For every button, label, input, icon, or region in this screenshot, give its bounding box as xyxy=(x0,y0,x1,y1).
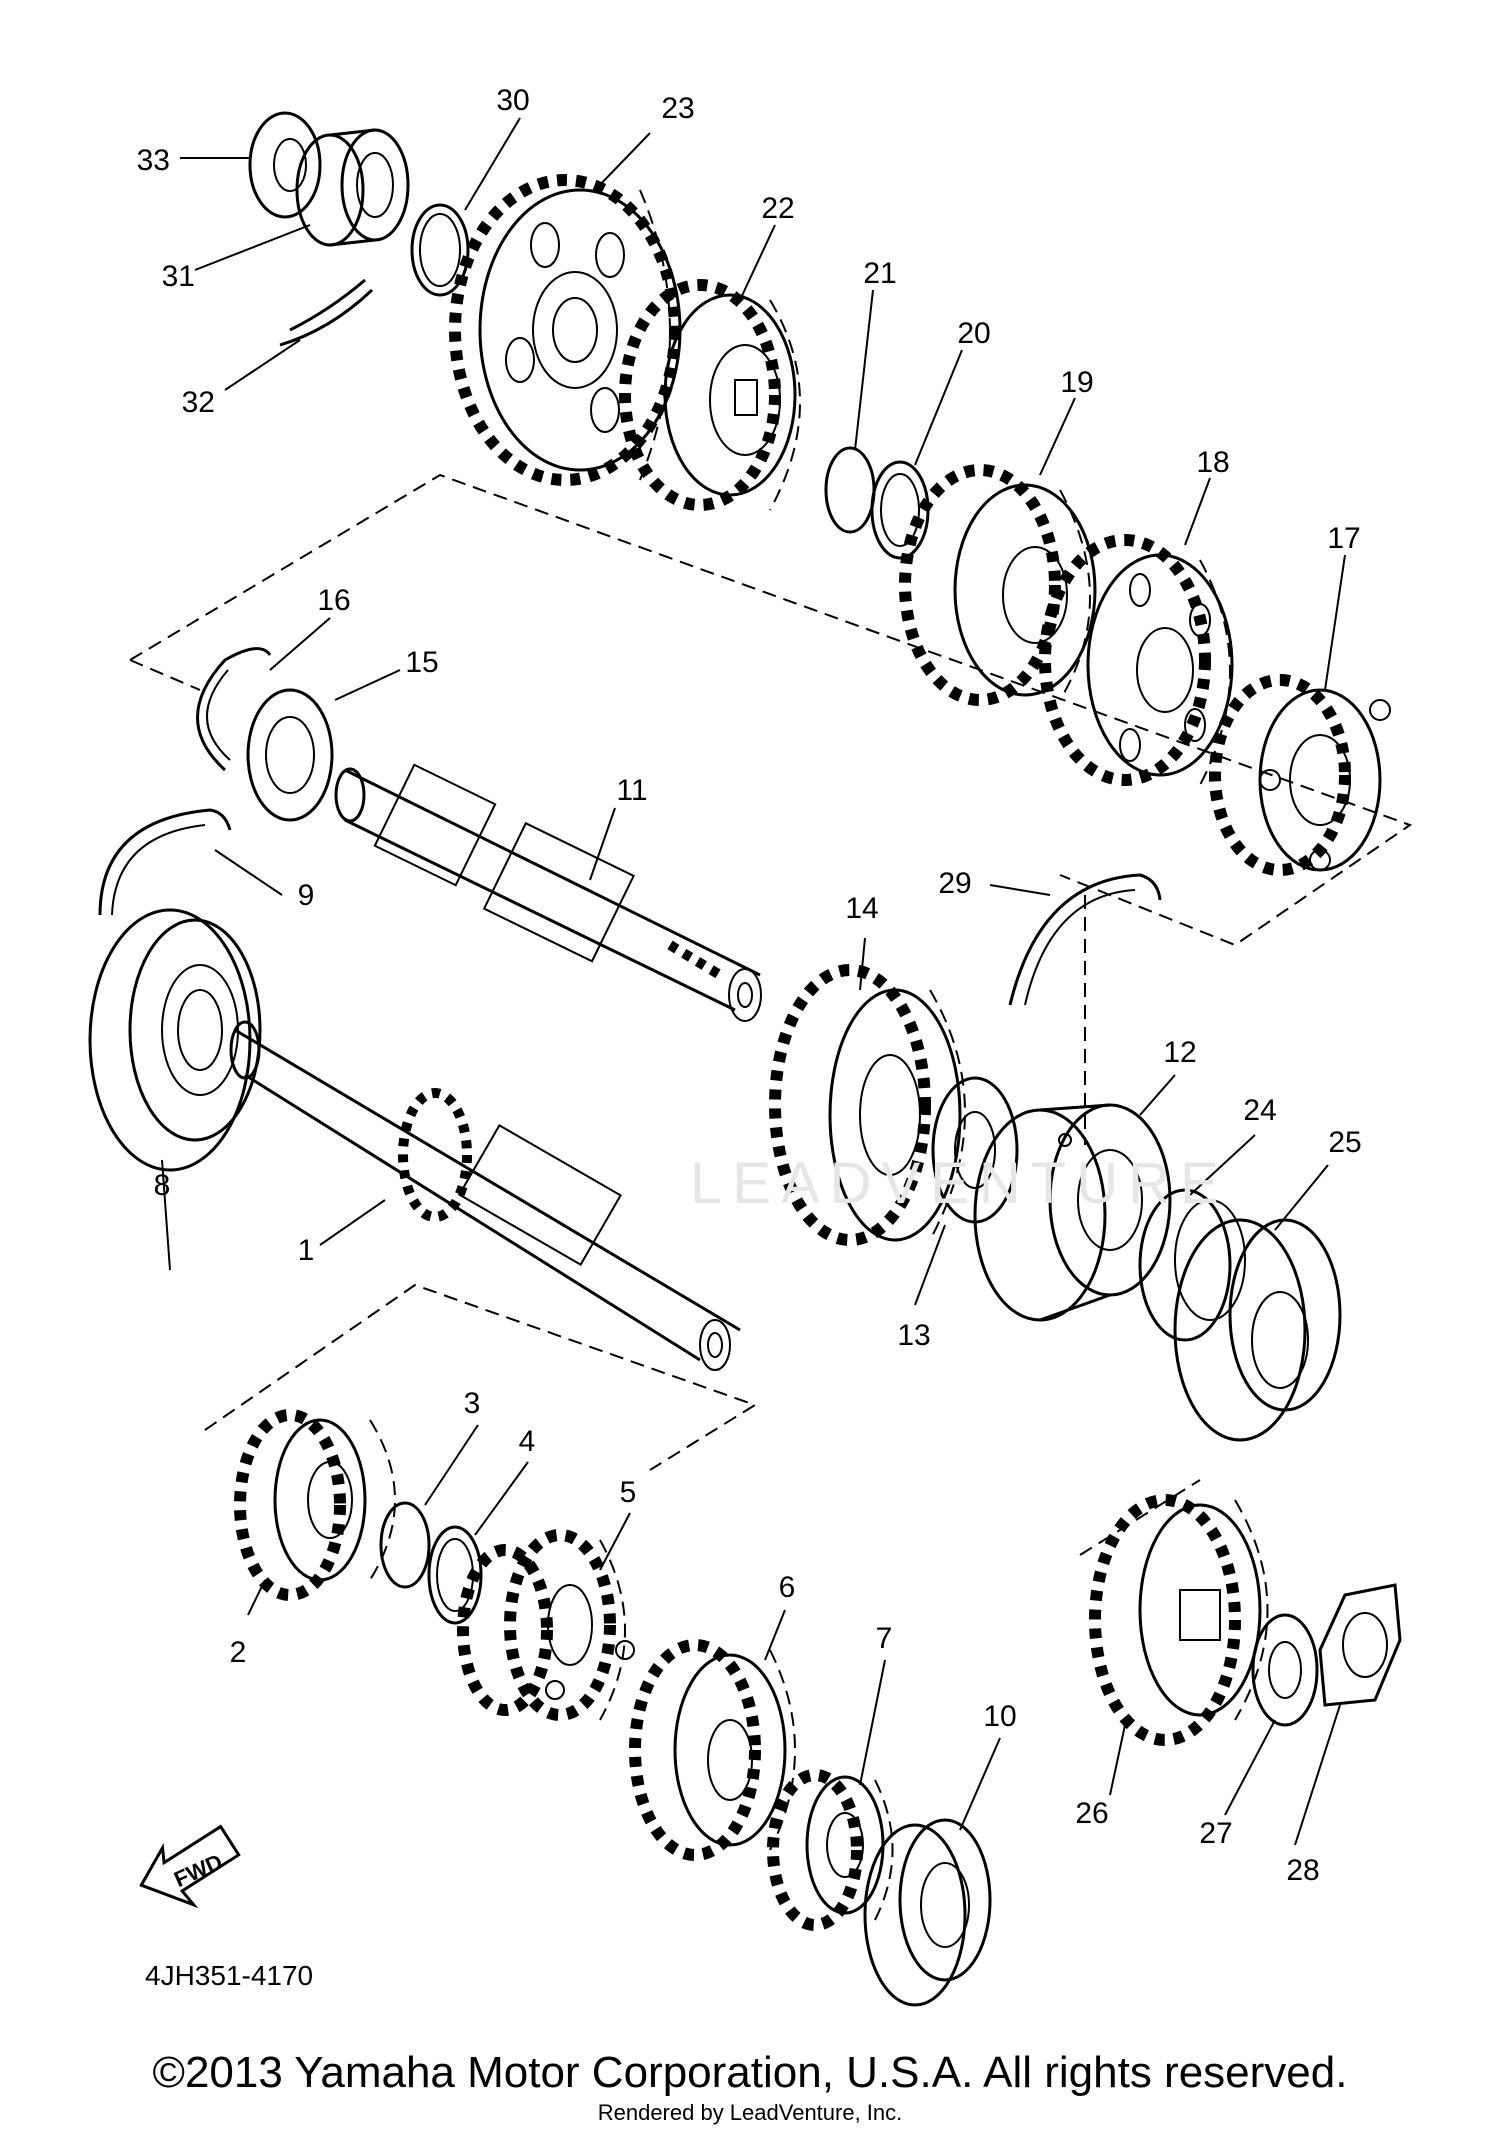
callout-21: 21 xyxy=(863,257,896,290)
bearing-10 xyxy=(863,1818,992,2007)
circlip-16 xyxy=(196,647,272,772)
callout-31: 31 xyxy=(162,260,195,293)
sprocket-26 xyxy=(1089,1494,1269,1746)
callout-16: 16 xyxy=(317,584,350,617)
callout-29: 29 xyxy=(938,867,971,900)
gear-14 xyxy=(769,964,966,1246)
callout-13: 13 xyxy=(897,1319,930,1352)
callout-15: 15 xyxy=(405,646,438,679)
part-code: 4JH351-4170 xyxy=(145,1960,313,1991)
bearing-8 xyxy=(88,908,262,1172)
callout-9: 9 xyxy=(298,879,315,912)
callout-5: 5 xyxy=(620,1476,637,1509)
nut-28 xyxy=(1318,1583,1402,1707)
callout-26: 26 xyxy=(1075,1797,1108,1830)
callout-6: 6 xyxy=(779,1571,796,1604)
watermark-text: LEADVENTURE xyxy=(690,1151,1229,1216)
gear-5 xyxy=(457,1529,635,1721)
callout-24: 24 xyxy=(1243,1094,1276,1127)
callout-7: 7 xyxy=(876,1622,893,1655)
collar-24 xyxy=(1138,1188,1246,1342)
leader-lines xyxy=(161,117,1346,1846)
washer-15 xyxy=(246,688,334,822)
callout-32: 32 xyxy=(182,386,215,419)
callout-22: 22 xyxy=(761,192,794,225)
callout-23: 23 xyxy=(661,92,694,125)
rendered-by-credit: Rendered by LeadVenture, Inc. xyxy=(597,2100,903,2125)
callout-14: 14 xyxy=(845,892,878,925)
fwd-label: FWD xyxy=(170,1849,226,1892)
gear-22 xyxy=(619,279,801,511)
callout-12: 12 xyxy=(1163,1036,1196,1069)
gear-23 xyxy=(449,174,682,486)
callout-1: 1 xyxy=(298,1234,315,1267)
callout-2: 2 xyxy=(230,1636,247,1669)
callout-4: 4 xyxy=(519,1425,536,1458)
gear-18 xyxy=(1039,534,1234,786)
forward-arrow-icon: FWD xyxy=(139,1824,241,1909)
gear-7 xyxy=(767,1769,894,1931)
group-box-upper-left xyxy=(129,659,201,691)
oil-seal-25 xyxy=(1173,1218,1342,1442)
callout-25: 25 xyxy=(1328,1126,1361,1159)
callout-labels: 33 31 32 30 23 22 21 20 19 18 17 16 15 1… xyxy=(137,84,1362,1887)
clip-32 xyxy=(289,278,366,332)
callout-10: 10 xyxy=(983,1700,1016,1733)
drive-axle-1 xyxy=(229,1020,741,1371)
callout-19: 19 xyxy=(1060,366,1093,399)
callout-20: 20 xyxy=(957,317,990,350)
half-ring-29 xyxy=(1008,873,1162,1006)
group-box-lower-right xyxy=(1079,1479,1201,1556)
callout-11: 11 xyxy=(616,774,647,807)
copyright-notice: ©2013 Yamaha Motor Corporation, U.S.A. A… xyxy=(152,2048,1348,2097)
callout-8: 8 xyxy=(154,1169,171,1202)
circlip-30 xyxy=(410,203,470,297)
callout-27: 27 xyxy=(1199,1817,1232,1850)
needle-bearing-31 xyxy=(295,128,410,247)
gear-17 xyxy=(1209,674,1391,876)
lock-washer-27 xyxy=(1251,1613,1319,1727)
gear-19 xyxy=(899,464,1097,706)
group-box-upper xyxy=(129,473,1413,947)
callout-33: 33 xyxy=(137,144,170,177)
half-ring-9 xyxy=(98,808,232,916)
callout-18: 18 xyxy=(1196,446,1229,479)
circlip-3 xyxy=(379,1501,431,1589)
clip-32-inner xyxy=(279,288,374,347)
callout-17: 17 xyxy=(1327,522,1360,555)
bearing-12 xyxy=(973,1103,1172,1322)
callout-30: 30 xyxy=(496,84,529,117)
circlip-21 xyxy=(824,446,876,534)
callout-28: 28 xyxy=(1286,1854,1319,1887)
washer-33 xyxy=(248,111,322,219)
callout-3: 3 xyxy=(464,1387,481,1420)
gear-2 xyxy=(234,1409,396,1601)
main-axle-11 xyxy=(334,763,762,1022)
